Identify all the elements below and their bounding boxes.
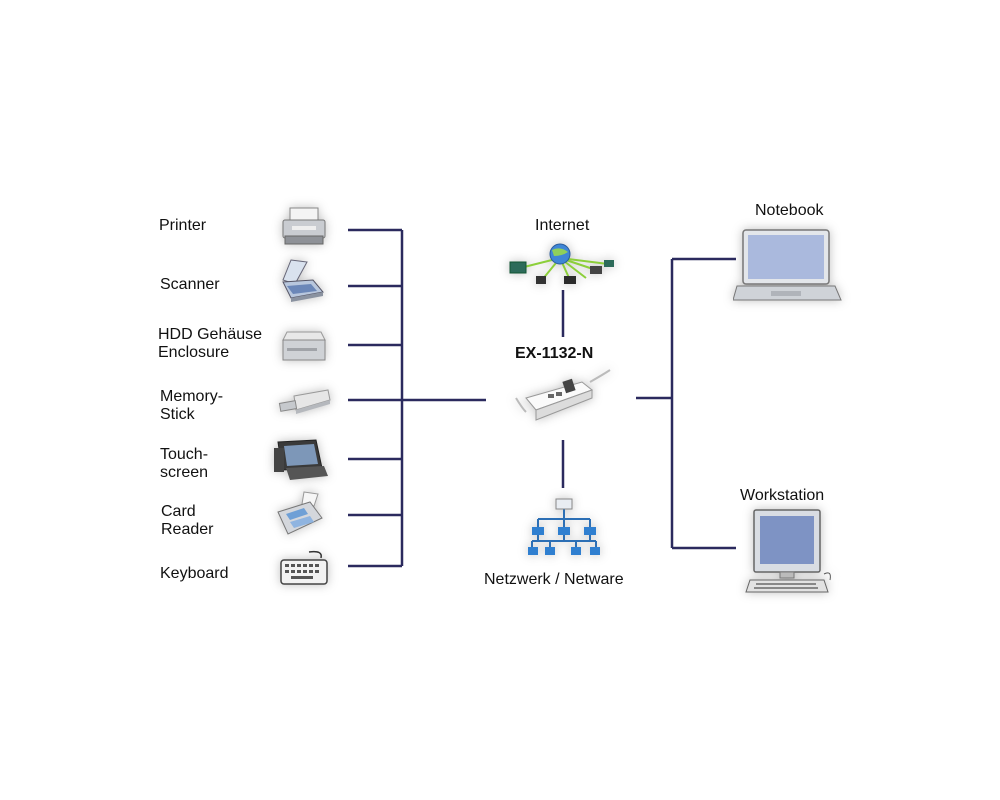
hdd-enclosure-icon (282, 331, 326, 361)
keyboard-icon (280, 550, 328, 585)
card-reader-icon (277, 491, 323, 535)
network-label: Netzwerk / Netware (484, 571, 624, 588)
device-label-keyboard: Keyboard (160, 565, 229, 582)
network-tree-icon (528, 498, 600, 555)
scanner-icon (282, 259, 324, 302)
workstation-icon (745, 509, 831, 593)
notebook-label: Notebook (755, 202, 824, 219)
notebook-icon (733, 229, 842, 301)
usb-server-icon (515, 369, 611, 421)
printer-icon (282, 207, 326, 245)
center-device-label: EX-1132-N (515, 345, 594, 362)
workstation-label: Workstation (740, 487, 825, 504)
touchscreen-icon (274, 439, 328, 480)
usb-stick-icon (278, 389, 331, 414)
internet-label: Internet (535, 217, 590, 234)
device-label-scanner: Scanner (160, 276, 220, 293)
device-label-memory: Memory-Stick (160, 388, 224, 423)
device-label-touch: Touch-screen (160, 446, 209, 481)
internet-globe-icon (509, 243, 614, 284)
device-label-printer: Printer (159, 217, 207, 234)
